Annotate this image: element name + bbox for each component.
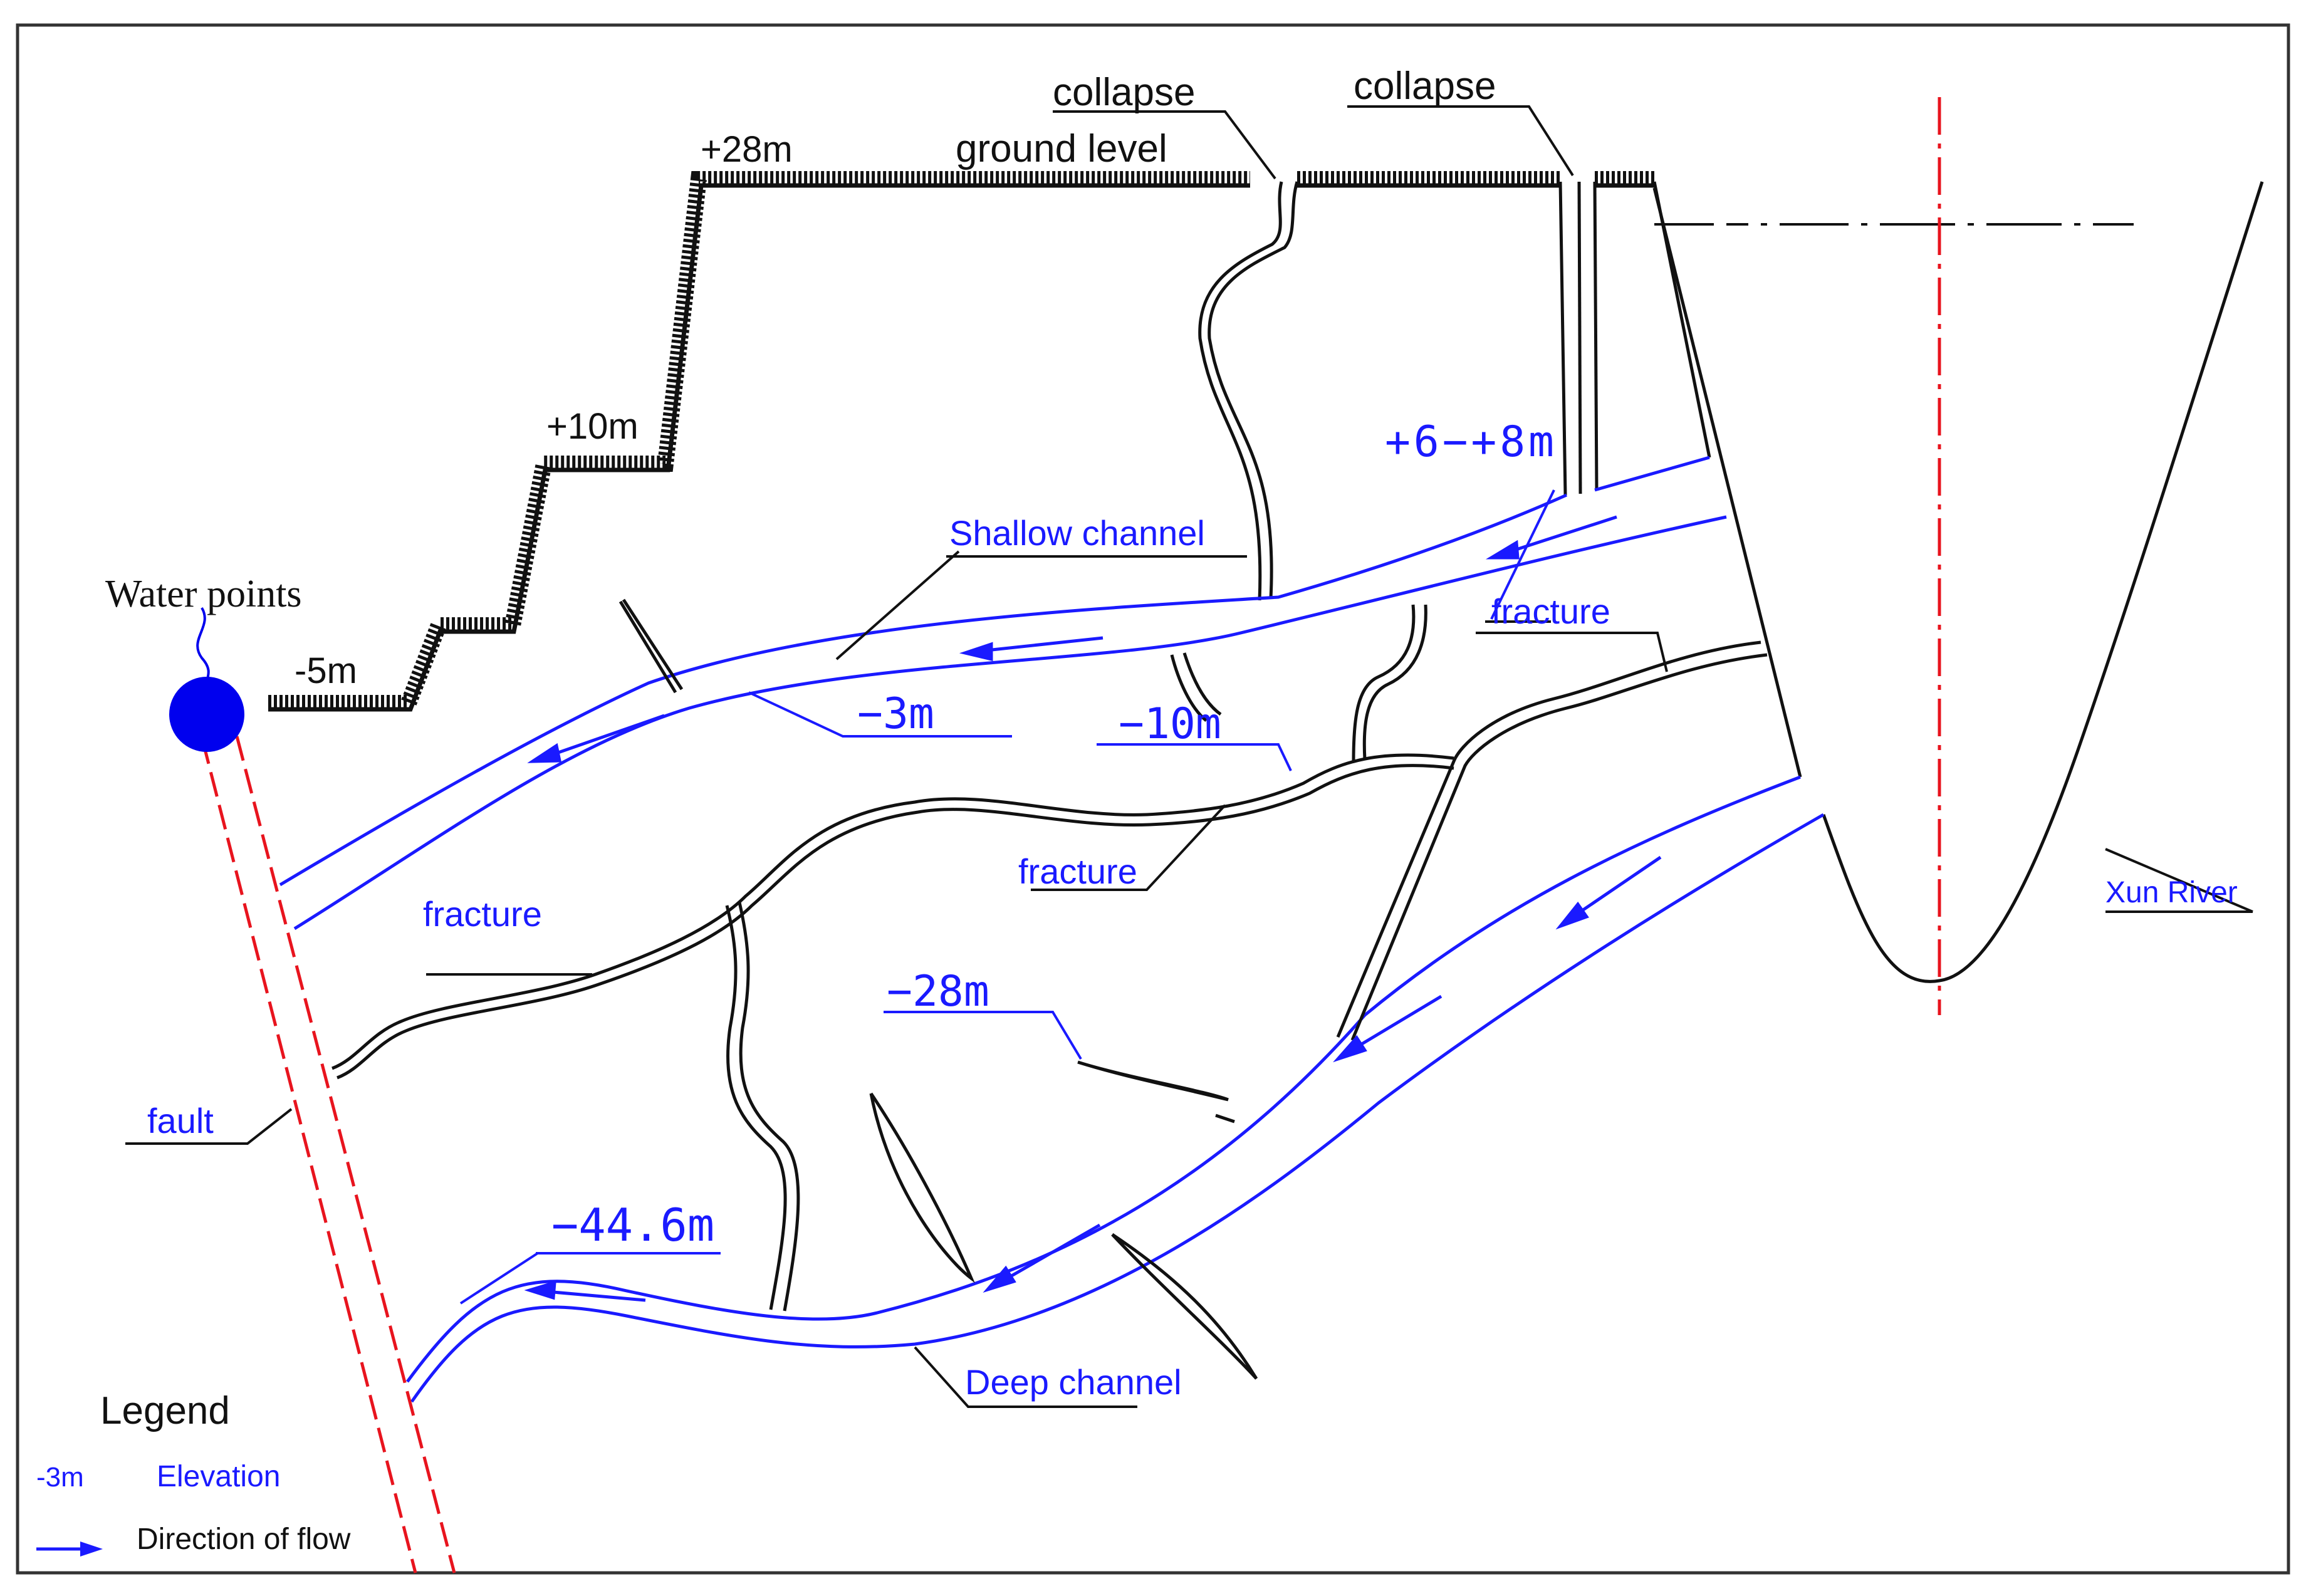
elevation-6-8: +6−+8m xyxy=(1385,417,1554,467)
xun-river xyxy=(1652,97,2264,1015)
fault xyxy=(201,736,456,1573)
shallow-channel xyxy=(279,456,1727,931)
fracture-label-2: fracture xyxy=(1018,852,1137,891)
legend-title: Legend xyxy=(100,1389,230,1432)
flow-arrows xyxy=(524,515,1662,1302)
ground-surface xyxy=(268,171,1654,712)
elevation-minus3: −3m xyxy=(857,689,934,739)
elevation-minus446: −44.6m xyxy=(551,1199,714,1251)
shallow-channel-label: Shallow channel xyxy=(949,513,1205,553)
elevation-minus10: −10m xyxy=(1119,699,1221,749)
xun-river-label: Xun River xyxy=(2105,876,2238,909)
leader-lines xyxy=(125,105,2253,1408)
water-point-marker xyxy=(169,677,244,752)
elevation-plus10: +10m xyxy=(546,406,639,447)
fracture-label-3: fracture xyxy=(423,894,542,934)
collapse-conduits xyxy=(1198,181,1711,601)
legend-flow-arrow-head xyxy=(80,1541,103,1557)
collapse-label-2: collapse xyxy=(1354,65,1496,108)
legend-elevation-sample: -3m xyxy=(36,1462,84,1493)
legend-elevation-label: Elevation xyxy=(157,1460,280,1493)
fracture-label-1: fracture xyxy=(1491,592,1610,631)
fractures xyxy=(331,598,1768,1380)
figure-frame xyxy=(16,23,2290,1575)
elevation-plus28: +28m xyxy=(701,129,793,170)
deep-channel xyxy=(405,775,1825,1403)
water-points-label: Water points xyxy=(105,573,302,615)
legend: Legend -3m Elevation Direction of flow xyxy=(36,1389,351,1557)
collapse-label-1: collapse xyxy=(1053,71,1195,114)
text-labels: collapse collapse ground level +28m +10m… xyxy=(105,65,2238,1402)
deep-channel-label: Deep channel xyxy=(965,1362,1182,1402)
elevation-minus28: −28m xyxy=(887,967,989,1016)
legend-flow-label: Direction of flow xyxy=(137,1523,351,1556)
fault-label: fault xyxy=(147,1101,214,1140)
elevation-minus5: -5m xyxy=(295,650,357,691)
ground-level-label: ground level xyxy=(956,127,1167,170)
water-point xyxy=(169,607,244,752)
